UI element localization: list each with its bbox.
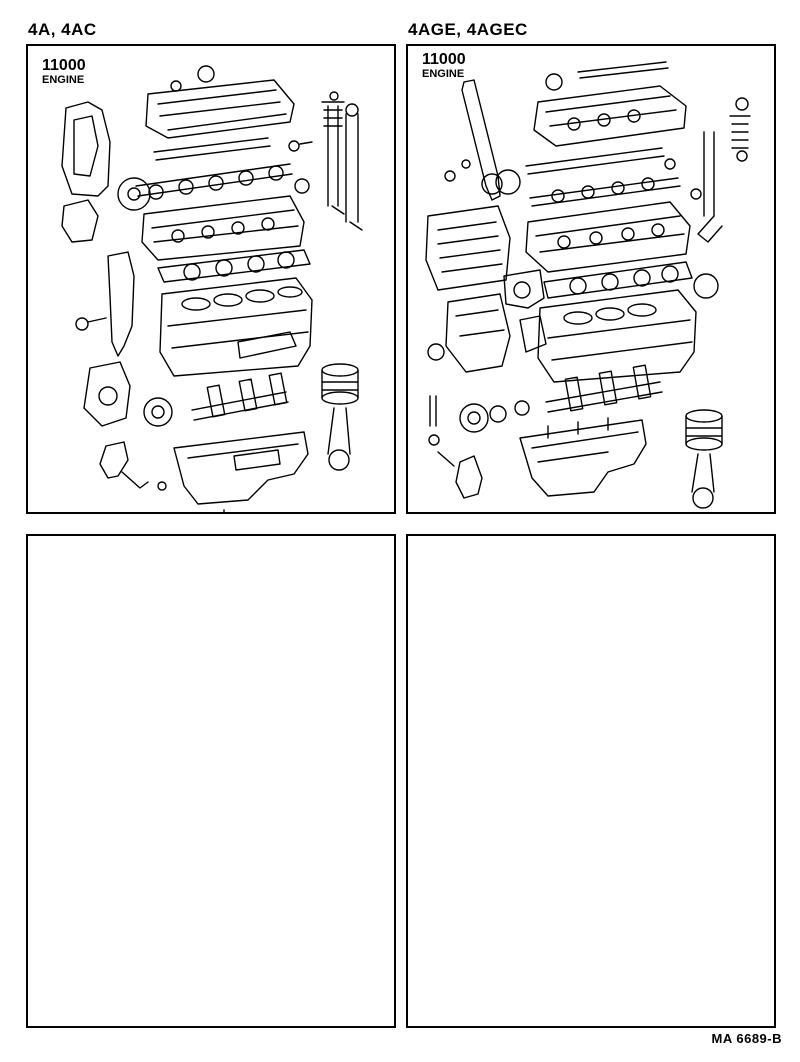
part-code: 11000 bbox=[42, 57, 86, 74]
engine-exploded-view-4age bbox=[408, 46, 774, 512]
left-model-title: 4A, 4AC bbox=[28, 20, 97, 39]
part-code: 11000 bbox=[422, 51, 466, 68]
panel-empty-right bbox=[406, 534, 776, 1028]
page-reference: MA 6689-B bbox=[711, 1031, 782, 1046]
panel-engine-4age[interactable]: 11000 ENGINE bbox=[406, 44, 776, 514]
engine-exploded-view-4a bbox=[28, 46, 394, 512]
part-name: ENGINE bbox=[422, 68, 465, 80]
right-model-title: 4AGE, 4AGEC bbox=[408, 20, 528, 39]
panel-empty-left bbox=[26, 534, 396, 1028]
panel-engine-4a[interactable]: 11000 ENGINE bbox=[26, 44, 396, 514]
part-name: ENGINE bbox=[42, 74, 85, 86]
